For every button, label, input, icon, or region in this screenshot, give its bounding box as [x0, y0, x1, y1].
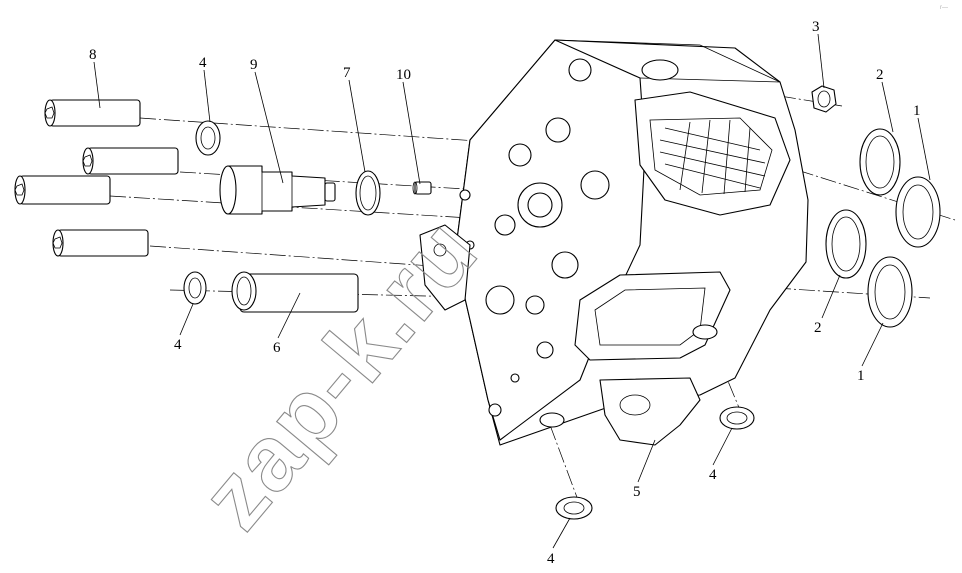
rod-8-set [14, 99, 179, 257]
callout-6: 6 [273, 340, 281, 356]
callout-1-top: 1 [913, 103, 921, 119]
callout-2-top: 2 [876, 67, 884, 83]
plug-4-left [183, 271, 207, 305]
seal-ring-2-top [859, 128, 901, 196]
seal-ring-1-bottom [867, 256, 913, 328]
plug-4-bottom-right [719, 406, 755, 430]
callout-9: 9 [250, 57, 258, 73]
seal-ring-2-bottom [825, 209, 867, 279]
callout-10: 10 [396, 67, 411, 83]
callout-4-left: 4 [174, 337, 182, 353]
rod-8-top [44, 99, 141, 127]
callout-labels: 8 4 9 7 10 3 2 1 2 1 4 6 5 4 4 [89, 19, 921, 567]
pin-10 [412, 181, 432, 195]
callout-3: 3 [812, 19, 820, 35]
valve-housing [419, 39, 809, 446]
o-ring-7 [355, 170, 381, 216]
leader-lines [93, 33, 931, 549]
callout-7: 7 [343, 65, 351, 81]
housing-window-grid [659, 119, 766, 195]
callout-4-bottom: 4 [547, 551, 555, 567]
spool-9 [219, 165, 336, 215]
plug-4-bottom [555, 496, 593, 520]
rod-lower [14, 175, 111, 205]
plug-4-top [195, 120, 221, 156]
callout-1-bottom: 1 [857, 368, 865, 384]
callout-2-bottom: 2 [814, 320, 822, 336]
callout-4-top: 4 [199, 55, 207, 71]
rod-6 [231, 271, 359, 313]
callout-4-bottom-right: 4 [709, 467, 717, 483]
nut-3 [811, 85, 837, 113]
callout-5: 5 [633, 484, 641, 500]
seal-ring-1-top [895, 176, 941, 248]
rod-bottom [52, 229, 149, 257]
rod-middle [82, 147, 179, 175]
watermark-corner-mark: r— [940, 5, 948, 11]
callout-8: 8 [89, 47, 97, 63]
watermark-text: zap-k.ru [182, 200, 497, 548]
